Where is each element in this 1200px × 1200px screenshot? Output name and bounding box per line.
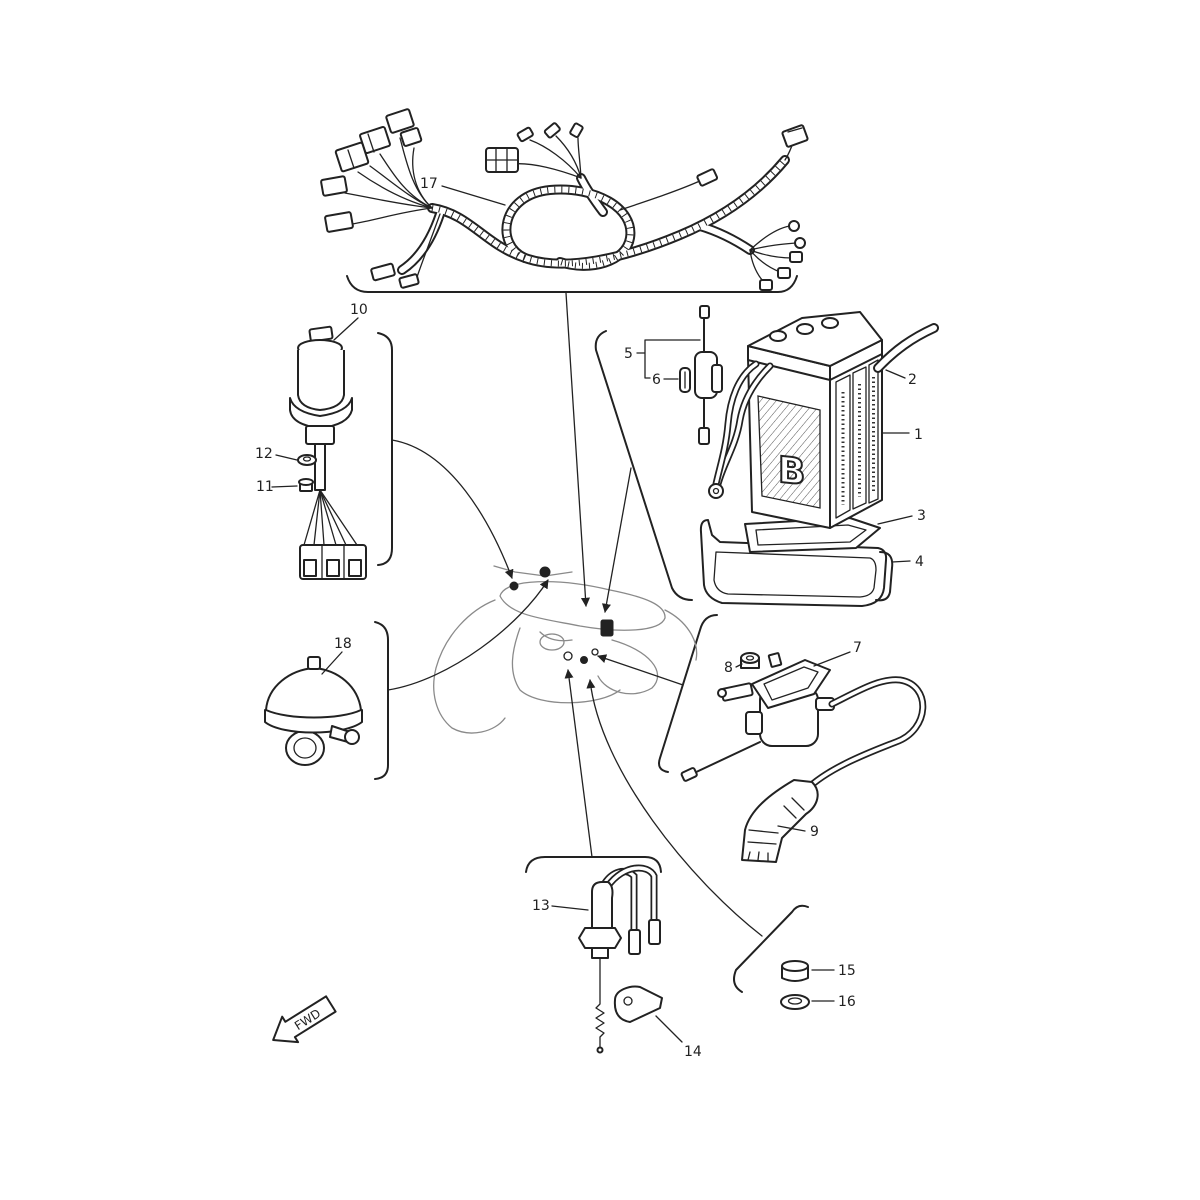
switch-bracket (377, 332, 393, 566)
leader-line (813, 651, 851, 667)
callout-11-group: 11 (256, 479, 298, 495)
battery-cap (769, 330, 787, 342)
callout-6-group: 6 (652, 372, 679, 388)
callout-13-group: 13 (532, 898, 589, 914)
leader-line (777, 825, 806, 832)
callout-17: 17 (420, 176, 438, 192)
callout-2-group: 2 (885, 369, 917, 388)
callout-14-group: 14 (655, 1015, 702, 1060)
harness-top-right-connector (781, 124, 809, 161)
callout-8-group: 8 (724, 660, 743, 676)
horn-clamp (285, 730, 325, 766)
ht-cable (802, 676, 927, 794)
callout-13: 13 (532, 898, 550, 914)
screw-11 (298, 478, 314, 492)
callout-16-group: 16 (811, 994, 856, 1010)
leader-line (333, 317, 359, 341)
ignition-coil (680, 659, 835, 782)
horn-bracket (374, 621, 389, 780)
callout-17-group: 17 (420, 176, 506, 206)
leader-line (877, 515, 913, 525)
battery-mark: B (778, 449, 805, 494)
washer-12 (297, 454, 317, 466)
battery-cells (835, 359, 879, 519)
harness-left-connectors (320, 108, 423, 289)
callout-2: 2 (908, 372, 917, 388)
callout-11: 11 (256, 479, 274, 495)
callout-4-group: 4 (891, 554, 924, 570)
leader-line (321, 651, 343, 675)
leader-line (275, 454, 298, 461)
fuse (679, 367, 691, 393)
battery-leads (708, 360, 774, 499)
callout-8: 8 (724, 660, 733, 676)
callout-9: 9 (810, 824, 819, 840)
ring-terminal (708, 483, 724, 499)
leader-line (551, 905, 589, 911)
callout-10: 10 (350, 302, 368, 318)
motorcycle-outline (433, 565, 698, 734)
neutral-switch (578, 864, 661, 1054)
callout-10-group: 10 (333, 302, 368, 341)
leader-line (441, 185, 506, 206)
breather-pipe (873, 323, 939, 373)
fuse-location-marker (600, 619, 614, 637)
washer-16 (780, 994, 810, 1010)
callout-5-group: 5 (624, 339, 701, 379)
callout-14: 14 (684, 1044, 702, 1060)
callout-15-group: 15 (811, 963, 856, 979)
fuse-holder (694, 305, 723, 445)
callout-4: 4 (915, 554, 924, 570)
switch-connector (299, 544, 367, 580)
harness-right-connectors (759, 220, 806, 291)
bolt-15 (781, 960, 809, 982)
callout-7-group: 7 (813, 640, 862, 667)
callout-5: 5 (624, 346, 633, 362)
bracket-plate-14 (613, 985, 663, 1023)
harness-left-wires (344, 137, 441, 281)
callout-7: 7 (853, 640, 862, 656)
battery: B (747, 311, 883, 529)
horn (264, 656, 363, 766)
neutral-switch-bracket (525, 856, 662, 873)
mount-markers (509, 566, 614, 664)
leader-line (271, 485, 298, 488)
leader-line (885, 369, 906, 379)
callout-1-group: 1 (881, 427, 923, 443)
callout-3-group: 3 (877, 508, 926, 525)
callout-15: 15 (838, 963, 856, 979)
battery-cap (821, 317, 839, 329)
callout-18: 18 (334, 636, 352, 652)
drain-bolt-bracket (733, 904, 809, 993)
spacer-8 (740, 652, 783, 669)
battery-bracket (594, 330, 693, 601)
leader-line (735, 663, 743, 668)
harness-bracket (346, 275, 798, 293)
main-switch (289, 325, 367, 580)
callout-9-group: 9 (777, 824, 819, 840)
leader-line (891, 560, 911, 563)
callout-12: 12 (255, 446, 273, 462)
leader-line (636, 339, 701, 379)
callout-16: 16 (838, 994, 856, 1010)
wire-harness (320, 108, 809, 291)
callout-6: 6 (652, 372, 661, 388)
leader-line (655, 1015, 683, 1043)
battery-cap (796, 323, 814, 335)
battery-band (699, 519, 894, 607)
callout-18-group: 18 (321, 636, 352, 675)
coil-bracket (658, 614, 718, 773)
callout-1: 1 (914, 427, 923, 443)
callout-12-group: 12 (255, 446, 298, 462)
spark-plug-cap (741, 779, 819, 863)
pointer-lines (387, 292, 763, 937)
callout-3: 3 (917, 508, 926, 524)
harness-middle-connectors (485, 122, 719, 187)
